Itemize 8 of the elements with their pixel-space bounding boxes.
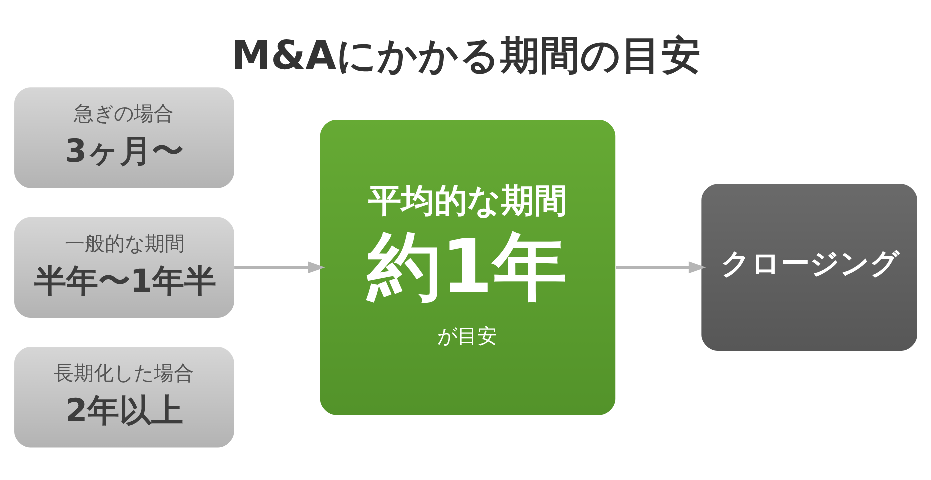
node-box: クロージング xyxy=(701,184,917,351)
diagram-title: M&Aにかかる期間の目安 xyxy=(231,32,702,79)
node-box: 平均的な期間 約1年 が目安 xyxy=(320,120,616,415)
node-box: 急ぎの場合 3ヶ月〜 xyxy=(14,87,234,188)
arrow xyxy=(234,261,325,274)
arrow xyxy=(616,261,706,274)
node-box: 長期化した場合 2年以上 xyxy=(14,346,234,448)
node-box: 一般的な期間 半年〜1年半 xyxy=(14,216,234,318)
